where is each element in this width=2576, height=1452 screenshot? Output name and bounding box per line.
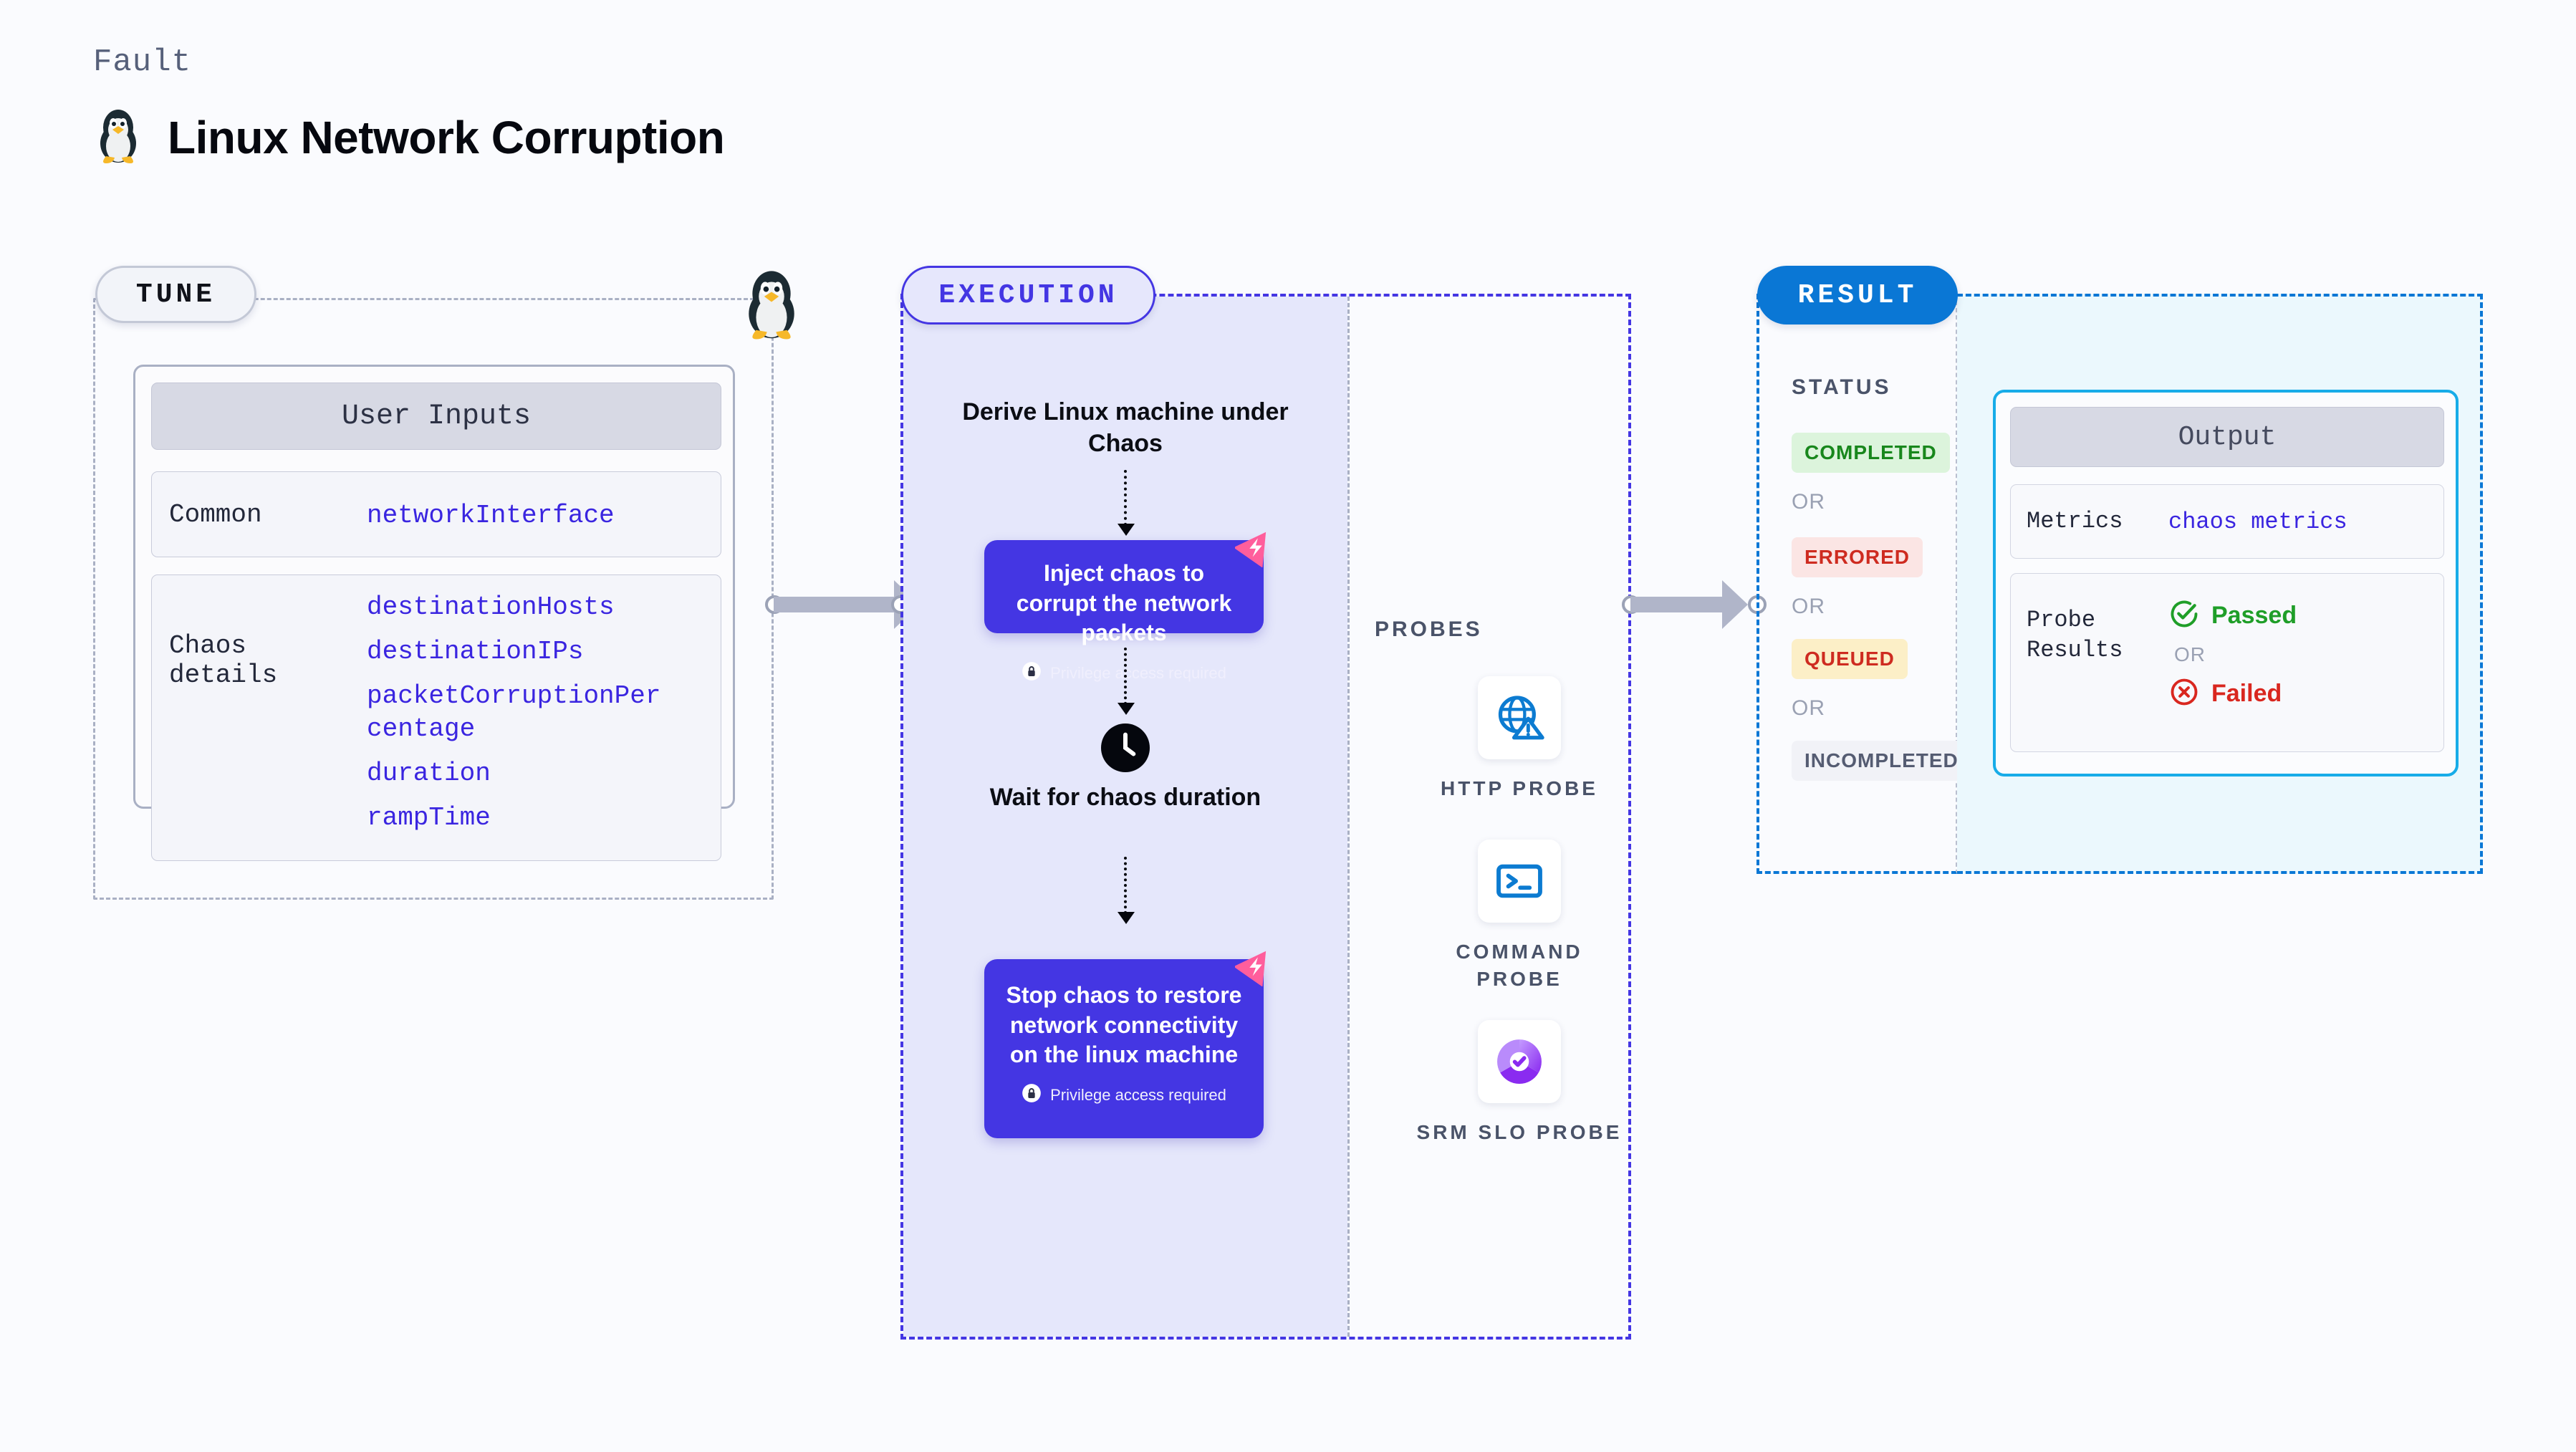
probe-command[interactable]: COMMAND PROBE bbox=[1412, 840, 1627, 993]
slo-donut-check-icon bbox=[1478, 1020, 1561, 1103]
output-panel: Output Metrics chaos metrics Probe Resul… bbox=[1957, 294, 2483, 874]
page-title: Linux Network Corruption bbox=[168, 111, 725, 163]
result-badge: RESULT bbox=[1757, 266, 1958, 324]
probe-label: COMMAND PROBE bbox=[1456, 941, 1583, 990]
status-chip-completed: COMPLETED bbox=[1792, 433, 1950, 473]
privilege-note: Privilege access required bbox=[1003, 661, 1245, 686]
tux-penguin-icon bbox=[736, 266, 807, 341]
user-input-value: duration bbox=[367, 759, 491, 789]
or-label: OR bbox=[1792, 696, 1825, 720]
or-label: OR bbox=[1792, 595, 1825, 618]
probe-label: HTTP PROBE bbox=[1441, 777, 1598, 799]
user-input-values: networkInterface bbox=[367, 496, 668, 532]
user-input-value: destinationIPs bbox=[367, 637, 584, 667]
fault-kicker: Fault bbox=[93, 44, 192, 80]
privilege-text: Privilege access required bbox=[1050, 1085, 1226, 1104]
user-input-value: rampTime bbox=[367, 803, 491, 833]
output-card: Output Metrics chaos metrics Probe Resul… bbox=[1993, 390, 2459, 777]
inject-chaos-title: Inject chaos to corrupt the network pack… bbox=[1016, 560, 1232, 646]
user-input-key: Common bbox=[169, 499, 262, 529]
user-input-values: destinationHosts destinationIPs packetCo… bbox=[367, 575, 668, 835]
wait-node: Wait for chaos duration bbox=[982, 782, 1269, 814]
output-key: Metrics bbox=[2027, 508, 2123, 535]
terminal-icon bbox=[1478, 840, 1561, 923]
privilege-note: Privilege access required bbox=[1003, 1083, 1245, 1107]
execution-badge: EXECUTION bbox=[901, 266, 1155, 324]
page-header: Fault Linux Network Corruption bbox=[93, 44, 725, 168]
status-chip-errored: ERRORED bbox=[1792, 537, 1923, 577]
or-label: OR bbox=[2174, 643, 2206, 665]
output-key: Probe Results bbox=[2027, 607, 2123, 663]
title-row: Linux Network Corruption bbox=[93, 106, 725, 168]
output-row-probe-results: Probe Results Passed OR bbox=[2010, 573, 2444, 752]
user-inputs-title: User Inputs bbox=[151, 383, 721, 450]
tune-panel: User Inputs Common networkInterface Chao… bbox=[93, 298, 774, 900]
chaos-corner-icon bbox=[1233, 945, 1277, 987]
arrow-start-to-inject bbox=[1118, 470, 1135, 536]
inject-chaos-box[interactable]: Inject chaos to corrupt the network pack… bbox=[984, 532, 1267, 682]
tune-badge: TUNE bbox=[95, 266, 256, 323]
user-input-value: packetCorruptionPercentage bbox=[367, 681, 661, 744]
status-chip-incompleted: INCOMPLETED bbox=[1792, 741, 1971, 781]
failed-label: Failed bbox=[2211, 680, 2282, 707]
clock-icon bbox=[1101, 723, 1150, 772]
user-input-key: Chaos details bbox=[169, 631, 278, 690]
globe-warning-icon bbox=[1478, 676, 1561, 759]
status-panel: STATUS COMPLETED OR ERRORED OR QUEUED OR… bbox=[1756, 294, 1971, 874]
status-chip-queued: QUEUED bbox=[1792, 639, 1908, 679]
stop-chaos-title: Stop chaos to restore network connectivi… bbox=[1006, 982, 1242, 1068]
user-input-value: destinationHosts bbox=[367, 592, 615, 622]
output-title: Output bbox=[2010, 407, 2444, 467]
status-heading: STATUS bbox=[1792, 375, 1892, 399]
user-input-value: networkInterface bbox=[367, 500, 615, 530]
user-input-row-common: Common networkInterface bbox=[151, 471, 721, 557]
check-circle-icon bbox=[2168, 598, 2200, 633]
lock-icon bbox=[1022, 661, 1042, 686]
user-inputs-card: User Inputs Common networkInterface Chao… bbox=[133, 365, 735, 861]
wait-node-label: Wait for chaos duration bbox=[989, 784, 1261, 811]
or-label: OR bbox=[1792, 490, 1825, 514]
passed-label: Passed bbox=[2211, 602, 2297, 629]
execution-probes-divider bbox=[1347, 297, 1350, 1337]
x-circle-icon bbox=[2168, 676, 2200, 711]
execution-start-label: Derive Linux machine under Chaos bbox=[962, 398, 1289, 457]
probes-heading: PROBES bbox=[1375, 617, 1483, 641]
arrow-inject-to-wait bbox=[1118, 648, 1135, 715]
probe-label: SRM SLO PROBE bbox=[1416, 1121, 1623, 1143]
stop-chaos-box[interactable]: Stop chaos to restore network connectivi… bbox=[984, 951, 1267, 1138]
privilege-text: Privilege access required bbox=[1050, 663, 1226, 682]
output-row-metrics: Metrics chaos metrics bbox=[2010, 484, 2444, 559]
execution-panel: PROBES Derive Linux machine under Chaos … bbox=[900, 294, 1631, 1340]
probe-srm-slo[interactable]: SRM SLO PROBE bbox=[1412, 1020, 1627, 1146]
probe-result-passed: Passed bbox=[2168, 598, 2297, 633]
connector-execution-result bbox=[1630, 580, 1748, 629]
user-input-row-chaos-details: Chaos details destinationHosts destinati… bbox=[151, 574, 721, 861]
tux-penguin-icon bbox=[93, 106, 143, 168]
chaos-corner-icon bbox=[1233, 526, 1277, 568]
probe-http[interactable]: HTTP PROBE bbox=[1412, 676, 1627, 802]
arrow-wait-to-stop bbox=[1118, 857, 1135, 924]
lock-icon bbox=[1022, 1083, 1042, 1107]
probe-result-values: Passed OR Failed bbox=[2168, 574, 2297, 711]
output-metrics-value: chaos metrics bbox=[2168, 508, 2347, 535]
execution-start-node: Derive Linux machine under Chaos bbox=[946, 397, 1304, 459]
connector-tune-execution bbox=[774, 580, 920, 629]
probe-result-failed: Failed bbox=[2168, 676, 2297, 711]
